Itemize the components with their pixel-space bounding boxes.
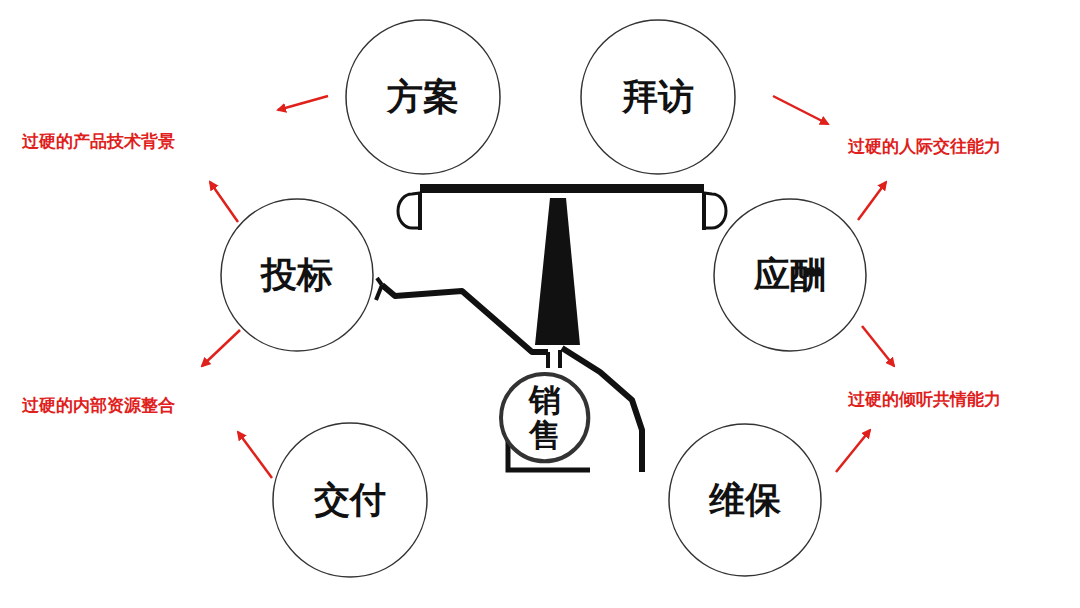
stage-name: 销售 — [529, 383, 561, 453]
stage-name: 维保 — [709, 476, 781, 525]
stage-name: 应酬 — [754, 251, 826, 300]
skill-label: 过硬的产品技术背景 — [20, 130, 177, 153]
stage-circle: 维保 — [668, 423, 822, 577]
stage-name: 拜访 — [622, 73, 694, 122]
center-circle: 销售 — [500, 373, 589, 462]
skill-label: 过硬的内部资源整合 — [20, 394, 177, 417]
stage-circle: 方案 — [345, 19, 501, 175]
stage-circle: 投标 — [220, 198, 374, 352]
stage-circle: 应酬 — [713, 198, 867, 352]
figure — [376, 184, 726, 472]
stage-circle: 交付 — [272, 422, 428, 578]
stage-name: 投标 — [261, 251, 333, 300]
skill-label: 过硬的人际交往能力 — [846, 135, 1003, 158]
stage-name: 交付 — [314, 476, 386, 525]
skill-label: 过硬的倾听共情能力 — [846, 388, 1003, 411]
stage-circle: 拜访 — [580, 19, 736, 175]
stage-name: 方案 — [387, 73, 459, 122]
leader-arrows — [202, 96, 894, 478]
